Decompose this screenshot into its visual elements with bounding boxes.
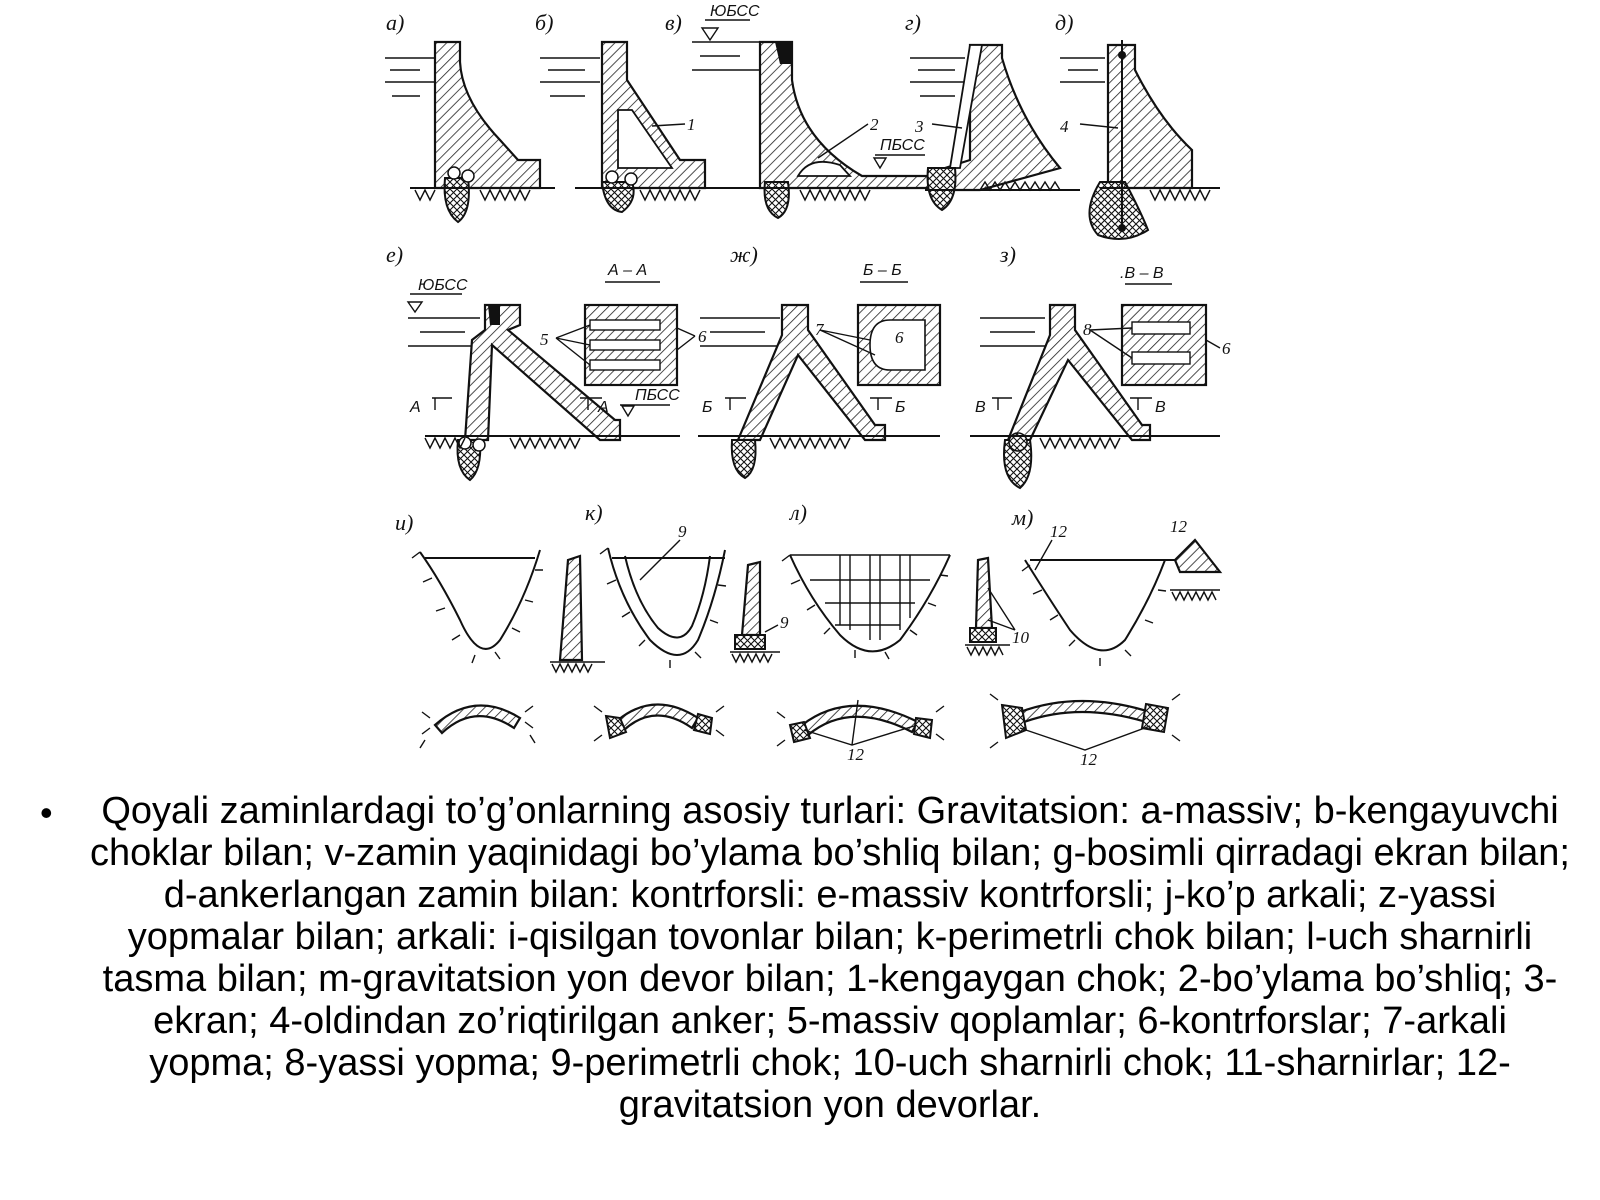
panel-a-massive-gravity-dam: а) — [385, 10, 555, 224]
callout-10: 10 — [1012, 628, 1030, 647]
callout-11: 12 — [847, 745, 865, 764]
callout-12-section: 12 — [1170, 517, 1188, 536]
section-mark-V-left: В — [975, 399, 986, 416]
callout-12-plan-bottom: 12 — [1080, 750, 1098, 769]
panel-d-anchored-dam: д) 4 — [1055, 10, 1220, 240]
section-mark-B-right: Б — [895, 399, 905, 416]
section-mark-A-right: А — [597, 399, 609, 416]
callout-7: 7 — [815, 320, 825, 339]
upstream-level-label-e: ЮБСС — [418, 277, 468, 294]
callout-8: 8 — [1083, 320, 1092, 339]
panel-l-three-hinged-arch-dam: л) 10 — [781, 500, 1030, 660]
panel-zh-multi-arch-buttress-dam: ж) 7 Б Б – Б 6 Б — [698, 242, 942, 480]
panel-label-e: е) — [386, 242, 403, 267]
panel-label-g: г) — [905, 10, 921, 35]
section-mark-V-right: В — [1155, 399, 1166, 416]
panel-label-zh: ж) — [730, 242, 758, 267]
panel-label-a: а) — [386, 10, 404, 35]
caption: • Qoyali zaminlardagi to’g’onlarning aso… — [40, 790, 1570, 1126]
callout-9-section: 9 — [780, 613, 789, 632]
callout-4: 4 — [1060, 117, 1069, 136]
bullet-point: • — [40, 792, 53, 833]
dam-types-figure: а) б) 1 в) ЮБСС 2 ПБСС — [380, 0, 1260, 790]
plan-views: 12 12 — [419, 693, 1181, 769]
callout-5: 5 — [540, 330, 549, 349]
panel-v-longitudinal-cavity-dam: в) ЮБСС 2 ПБСС — [665, 3, 940, 220]
panel-k-perimeter-joint-arch-dam: к) 9 9 — [585, 500, 789, 668]
callout-3: 3 — [914, 117, 924, 136]
callout-6-V: 6 — [1222, 339, 1231, 358]
panel-label-b: б) — [535, 10, 553, 35]
callout-1: 1 — [687, 115, 696, 134]
callout-9-plan: 9 — [678, 522, 687, 541]
panel-g-upstream-screen-dam: г) 3 — [905, 10, 1080, 212]
panel-label-l: л) — [788, 500, 807, 525]
section-mark-A-left: А — [409, 399, 421, 416]
callout-12-plan: 12 — [1050, 522, 1068, 541]
panel-m-gravity-abutment-arch-dam: м) 12 12 — [1011, 505, 1223, 666]
panel-label-k: к) — [585, 500, 603, 525]
panel-label-z: з) — [999, 242, 1016, 267]
upstream-level-label: ЮБСС — [710, 3, 760, 20]
panel-i-clamped-arch-dam: и) — [395, 510, 605, 674]
callout-6-A: 6 — [698, 327, 707, 346]
panel-label-d: д) — [1055, 10, 1073, 35]
section-title-V-V: .В – В — [1120, 265, 1164, 282]
callout-2: 2 — [870, 115, 879, 134]
callout-6-B: 6 — [895, 328, 904, 347]
downstream-level-label: ПБСС — [880, 137, 925, 154]
panel-label-m: м) — [1011, 505, 1033, 530]
panel-label-i: и) — [395, 510, 413, 535]
downstream-level-label-e: ПБСС — [635, 387, 680, 404]
caption-text: Qoyali zaminlardagi to’g’onlarning asosi… — [90, 790, 1570, 1126]
section-mark-B-left: Б — [702, 399, 712, 416]
section-title-A-A: А – А — [607, 262, 647, 279]
panel-z-flat-slab-buttress-dam: з) 8 В .В – В 6 В — [970, 242, 1231, 490]
section-title-B-B: Б – Б — [863, 262, 902, 279]
panel-label-v: в) — [665, 10, 682, 35]
panel-e-massive-buttress-dam: е) ЮБСС А ПБСС А – А 5 6 А — [386, 242, 707, 482]
panel-b-expansion-joint-dam: б) 1 — [535, 10, 720, 214]
